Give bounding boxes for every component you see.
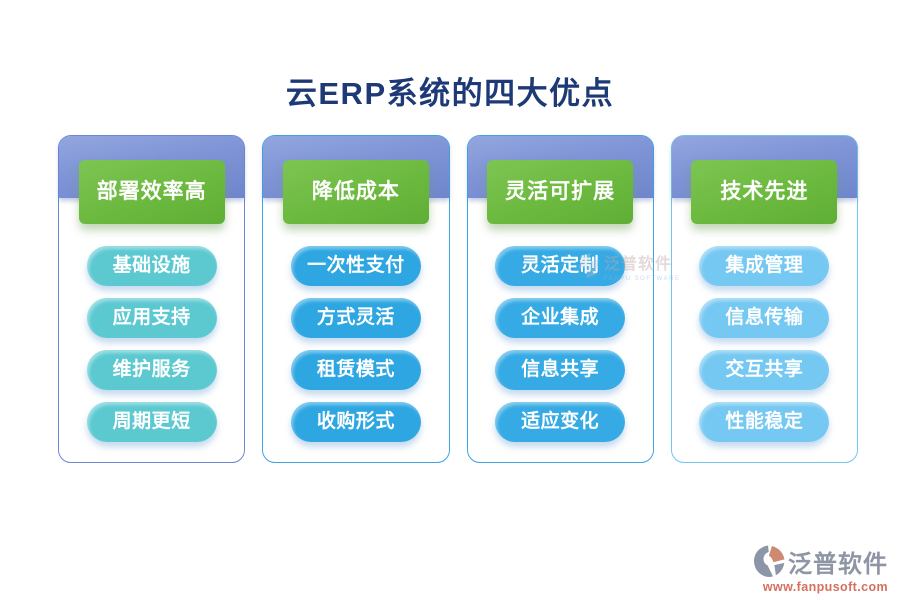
feature-pill: 应用支持 <box>86 298 217 338</box>
feature-pill: 信息共享 <box>495 350 626 390</box>
feature-pill: 基础设施 <box>86 246 217 286</box>
feature-pill: 一次性支付 <box>290 246 421 286</box>
feature-pill: 灵活定制 <box>495 246 626 286</box>
feature-pill: 性能稳定 <box>699 402 830 442</box>
fanpu-logo: 泛普软件 www.fanpusoft.com <box>754 544 888 594</box>
fanpu-logo-icon <box>754 545 785 577</box>
advantage-card-2: 降低成本 一次性支付 方式灵活 租赁模式 收购形式 <box>262 135 450 463</box>
feature-pill: 方式灵活 <box>290 298 421 338</box>
card-header-badge: 降低成本 <box>282 160 429 224</box>
advantage-cards-row: 部署效率高 基础设施 应用支持 维护服务 周期更短 降低成本 一次性支付 方式灵… <box>58 135 858 463</box>
feature-pill: 信息传输 <box>699 298 830 338</box>
feature-pill: 企业集成 <box>495 298 626 338</box>
feature-pill-list: 基础设施 应用支持 维护服务 周期更短 <box>59 246 244 442</box>
advantage-card-4: 技术先进 集成管理 信息传输 交互共享 性能稳定 <box>670 135 858 463</box>
card-header-badge: 部署效率高 <box>78 160 225 224</box>
feature-pill: 集成管理 <box>699 246 830 286</box>
advantage-card-3: 灵活可扩展 灵活定制 企业集成 信息共享 适应变化 <box>466 135 654 463</box>
feature-pill-list: 灵活定制 企业集成 信息共享 适应变化 <box>468 246 653 442</box>
feature-pill: 适应变化 <box>495 402 626 442</box>
feature-pill-list: 一次性支付 方式灵活 租赁模式 收购形式 <box>263 246 448 442</box>
feature-pill: 租赁模式 <box>290 350 421 390</box>
feature-pill: 收购形式 <box>290 402 421 442</box>
card-header-badge: 灵活可扩展 <box>487 160 634 224</box>
advantage-card-1: 部署效率高 基础设施 应用支持 维护服务 周期更短 <box>58 135 246 463</box>
card-header-badge: 技术先进 <box>691 160 838 224</box>
fanpu-url: www.fanpusoft.com <box>762 580 888 594</box>
fanpu-brand-text: 泛普软件 <box>788 551 888 578</box>
feature-pill-list: 集成管理 信息传输 交互共享 性能稳定 <box>672 246 857 442</box>
feature-pill: 交互共享 <box>699 350 830 390</box>
page-title: 云ERP系统的四大优点 <box>285 76 615 111</box>
feature-pill: 维护服务 <box>86 350 217 390</box>
feature-pill: 周期更短 <box>86 402 217 442</box>
